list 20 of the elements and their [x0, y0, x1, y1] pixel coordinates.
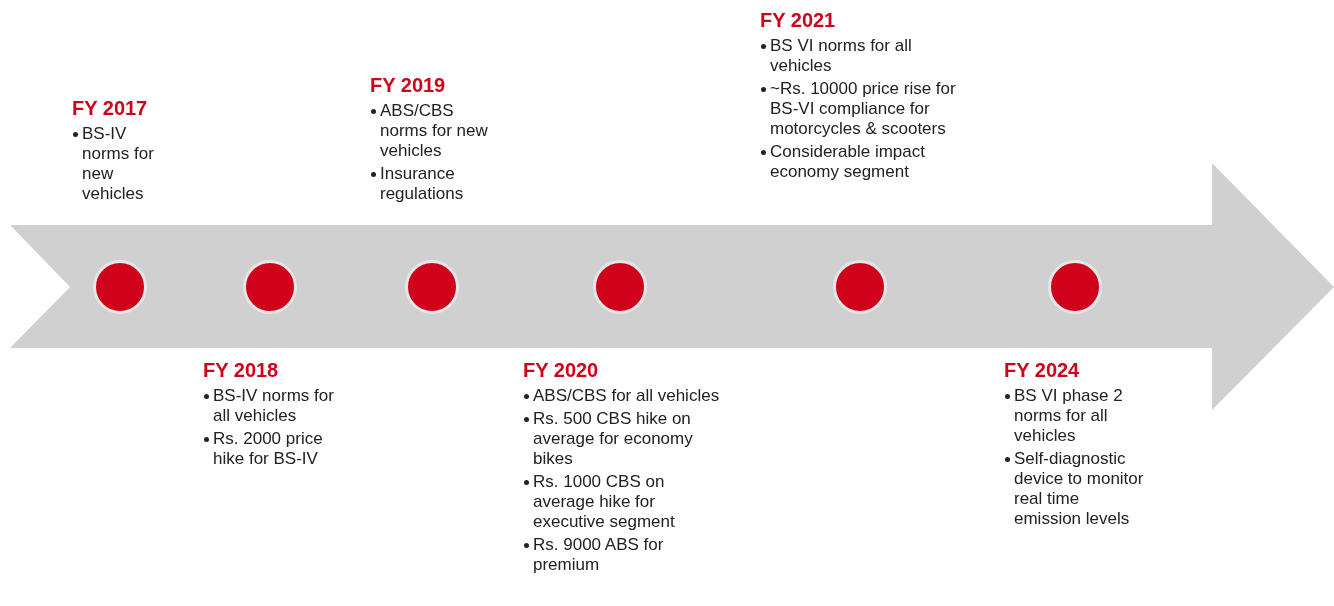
bullet-text: BS VI norms for all vehicles — [760, 36, 960, 76]
year-heading: FY 2021 — [760, 8, 837, 32]
year-heading: FY 2019 — [370, 73, 447, 97]
bullet-text: BS-IV norms for all vehicles — [203, 386, 353, 426]
bullet-text: Rs. 2000 price hike for BS-IV — [203, 429, 353, 469]
year-heading: FY 2020 — [523, 358, 600, 382]
bullet-text: Considerable impact economy segment — [760, 142, 960, 182]
bullet-text: Rs. 500 CBS hike on average for economy bikes — [523, 409, 728, 469]
bullet-text: ABS/CBS norms for new vehicles — [370, 101, 505, 161]
bullet-text: ABS/CBS for all vehicles — [523, 386, 728, 406]
bullet-text: BS VI phase 2 norms for all vehicles — [1004, 386, 1144, 446]
bullet-text: Insurance regulations — [370, 164, 505, 204]
bullet-text: Rs. 9000 ABS for premium — [523, 535, 728, 575]
bullet-text: BS-IV norms for new vehicles — [72, 124, 177, 204]
bullet-text: ~Rs. 10000 price rise for BS-VI compliance for motorcycles & scooters — [760, 79, 960, 139]
year-heading: FY 2024 — [1004, 358, 1081, 382]
year-heading: FY 2017 — [72, 96, 149, 120]
bullet-text: Self-diagnostic device to monitor real time emission levels — [1004, 449, 1144, 529]
bullet-text: Rs. 1000 CBS on average hike for executive segment — [523, 472, 728, 532]
year-heading: FY 2018 — [203, 358, 280, 382]
